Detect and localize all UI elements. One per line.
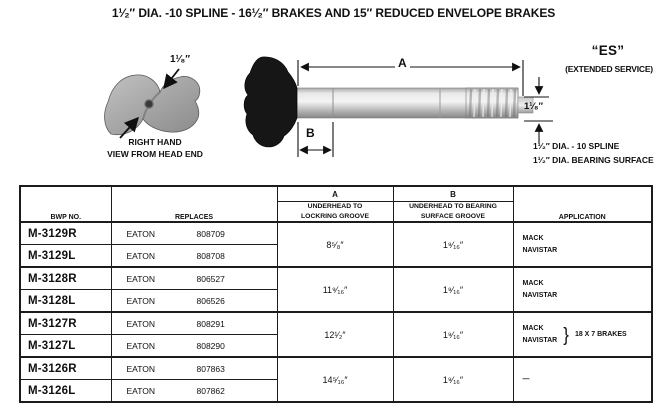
header-bwp-no: BWP NO. xyxy=(19,185,112,223)
bwp-number: M-3129L xyxy=(19,244,112,268)
cam-caption-view: VIEW FROM HEAD END xyxy=(107,149,203,159)
dim-b-value: 1⁹⁄₁₆″ xyxy=(392,221,514,268)
dim-b-value: 1⁹⁄₁₆″ xyxy=(392,266,514,313)
dimension-a xyxy=(297,60,524,96)
header-col-a-desc: UNDERHEAD TO LOCKRING GROOVE xyxy=(276,201,394,223)
bwp-number: M-3128R xyxy=(19,266,112,291)
spline-section xyxy=(465,87,519,119)
dimension-b xyxy=(297,122,334,157)
header-replaces: REPLACES xyxy=(110,185,278,223)
part-number: 806527 xyxy=(196,273,225,284)
part-number: 808290 xyxy=(196,340,225,351)
part-number: 808291 xyxy=(196,318,225,329)
dim-a-value: 12¹⁄₂″ xyxy=(276,311,394,358)
tip-dim-label: 1¹⁄₈″ xyxy=(524,101,544,112)
application-cell: — xyxy=(512,356,653,403)
application-cell: MACK NAVISTAR xyxy=(512,266,653,313)
dim-b-value: 1⁹⁄₁₆″ xyxy=(392,356,514,403)
dim-a-value: 11⁹⁄₁₆″ xyxy=(276,266,394,313)
bwp-number: M-3128L xyxy=(19,289,112,313)
pointer-arrow-top xyxy=(163,68,180,90)
application-cell: MACK NAVISTAR xyxy=(512,221,653,268)
dim-a-value: 14⁵⁄₁₆″ xyxy=(276,356,394,403)
cam-head-shape xyxy=(104,74,201,136)
bwp-number: M-3127R xyxy=(19,311,112,336)
cam-hole xyxy=(144,99,154,109)
dim-b-value: 1⁹⁄₁₆″ xyxy=(392,311,514,358)
header-col-a: A xyxy=(276,185,394,202)
header-col-b: B xyxy=(392,185,514,202)
spec-table-header: BWP NO. REPLACES A B APPLICATION UNDERHE… xyxy=(19,185,653,223)
cam-head-front-view xyxy=(104,68,201,139)
header-col-b-desc: UNDERHEAD TO BEARING SURFACE GROOVE xyxy=(392,201,514,223)
bwp-number: M-3126R xyxy=(19,356,112,381)
cam-head-side xyxy=(243,56,298,148)
application-cell: MACK NAVISTAR } 18 X 7 BRAKES xyxy=(512,311,653,358)
pointer-arrow-bottom xyxy=(119,116,139,139)
camshaft-side-view xyxy=(243,56,534,148)
spec-table: BWP NO. REPLACES A B APPLICATION UNDERHE… xyxy=(19,185,653,404)
part-number: 806526 xyxy=(196,295,225,306)
bearing-note: 1¹⁄₂″ DIA. BEARING SURFACE xyxy=(533,155,654,165)
cam-head-dim-label: 1¹⁄₈″ xyxy=(170,54,191,65)
dim-a-label: A xyxy=(395,56,410,71)
brace-glyph: } xyxy=(563,323,569,345)
brakes-note: 18 X 7 BRAKES xyxy=(574,331,627,339)
part-number: 807862 xyxy=(196,385,225,396)
bwp-number: M-3127L xyxy=(19,334,112,358)
extended-service-label: (EXTENDED SERVICE) xyxy=(565,64,653,74)
dim-b-label: B xyxy=(306,126,315,140)
dim-a-value: 8⁵⁄₈″ xyxy=(276,221,394,268)
shaft-body xyxy=(296,87,519,119)
bwp-number: M-3126L xyxy=(19,379,112,403)
header-application: APPLICATION xyxy=(512,185,653,223)
part-number: 808708 xyxy=(196,250,225,261)
cam-caption-right-hand: RIGHT HAND xyxy=(128,137,182,147)
es-label: “ES” xyxy=(591,43,625,58)
spline-note: 1¹⁄₂″ DIA. - 10 SPLINE xyxy=(533,141,620,151)
page-title: 1¹⁄₂″ DIA. -10 SPLINE - 16¹⁄₂″ BRAKES AN… xyxy=(111,6,556,20)
part-number: 808709 xyxy=(196,228,225,239)
bwp-number: M-3129R xyxy=(19,221,112,246)
part-number: 807863 xyxy=(196,363,225,374)
